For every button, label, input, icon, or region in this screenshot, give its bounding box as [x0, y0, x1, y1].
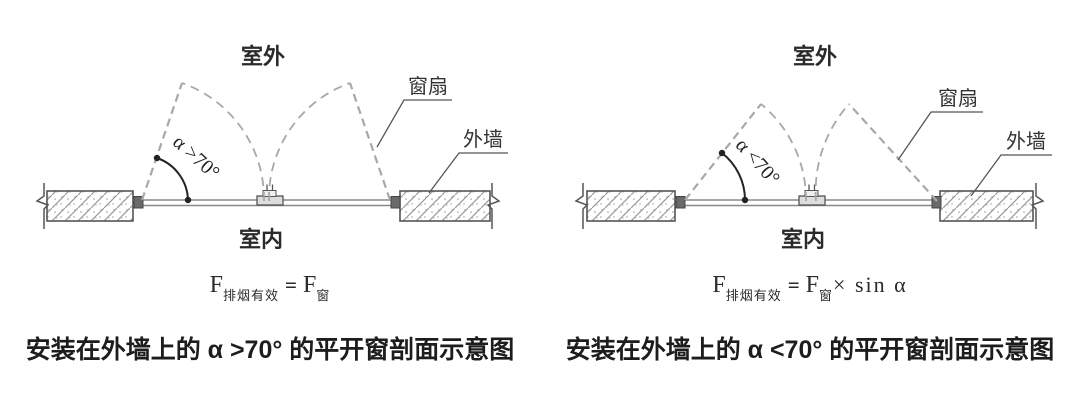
formula-rhs: F	[805, 272, 820, 298]
window-latch	[256, 184, 284, 206]
effective-area-formula: F排烟有效=F窗× sin α	[540, 272, 1080, 303]
wall-section-right	[399, 190, 491, 222]
indoor-label: 室内	[239, 227, 283, 252]
wall-callout: 外墙	[970, 130, 1052, 197]
wall-section-left	[586, 190, 676, 222]
panel-alpha-lt-70: 室外 室内	[540, 0, 1080, 407]
diagram-caption: 安装在外墙上的 α >70° 的平开窗剖面示意图	[25, 336, 515, 364]
hinge-block-left	[675, 196, 686, 209]
effective-area-formula: F排烟有效=F窗	[0, 272, 540, 303]
wall-label: 外墙	[1006, 130, 1046, 153]
swing-arc-left	[760, 103, 807, 202]
wall-section-left	[46, 190, 134, 222]
angle-value-label: α <70°	[731, 134, 784, 189]
hinge-block-left	[133, 196, 144, 209]
break-line-icon	[1030, 183, 1045, 229]
break-line-icon	[574, 183, 589, 229]
window-latch	[798, 184, 826, 206]
outdoor-label: 室外	[241, 44, 285, 69]
formula-lhs: F	[712, 272, 726, 298]
break-line-icon	[35, 183, 50, 229]
angle-value-label: α >70°	[168, 131, 223, 184]
swing-arc-right	[268, 82, 351, 202]
swing-arc-right	[814, 103, 850, 202]
leader-line	[897, 111, 983, 161]
window-sash-open-left	[684, 103, 762, 201]
formula-rhs-sub: 窗	[819, 287, 834, 303]
wall-label: 外墙	[463, 128, 503, 151]
outdoor-label: 室外	[793, 44, 837, 69]
formula-rhs-extra: × sin α	[833, 272, 908, 297]
formula-rhs: F	[302, 272, 317, 298]
sash-label: 窗扇	[938, 87, 978, 110]
sash-callout: 窗扇	[897, 87, 983, 161]
sash-label: 窗扇	[408, 75, 448, 98]
window-sash-open-left	[140, 82, 184, 201]
equals-sign: =	[285, 273, 297, 297]
hinge-block-right	[931, 196, 942, 209]
equals-sign: =	[787, 273, 800, 297]
sash-callout: 窗扇	[376, 75, 452, 148]
section-diagram-alpha-gt-70: 室外 室内	[35, 44, 508, 252]
panel-alpha-gt-70: 室外 室内	[0, 44, 540, 364]
angle-annotation: α >70°	[153, 131, 224, 204]
formula-rhs-sub: 窗	[316, 287, 331, 303]
wall-callout: 外墙	[428, 128, 508, 194]
swing-arc-left	[181, 82, 265, 202]
wall-section-right	[939, 190, 1034, 222]
break-line-icon	[486, 183, 501, 229]
hinge-block-right	[390, 196, 401, 209]
section-diagram-alpha-lt-70: 室外 室内	[574, 44, 1052, 252]
formula-lhs-sub: 排烟有效	[223, 287, 280, 303]
leader-line	[428, 152, 508, 194]
leader-line	[970, 154, 1052, 197]
window-sash-open-right	[848, 103, 938, 202]
leader-line	[376, 99, 452, 148]
formula-lhs-sub: 排烟有效	[725, 287, 782, 303]
diagram-caption: 安装在外墙上的 α <70° 的平开窗剖面示意图	[565, 336, 1055, 364]
formula-lhs: F	[209, 272, 223, 298]
window-sash-open-right	[348, 82, 392, 201]
indoor-label: 室内	[781, 227, 825, 252]
